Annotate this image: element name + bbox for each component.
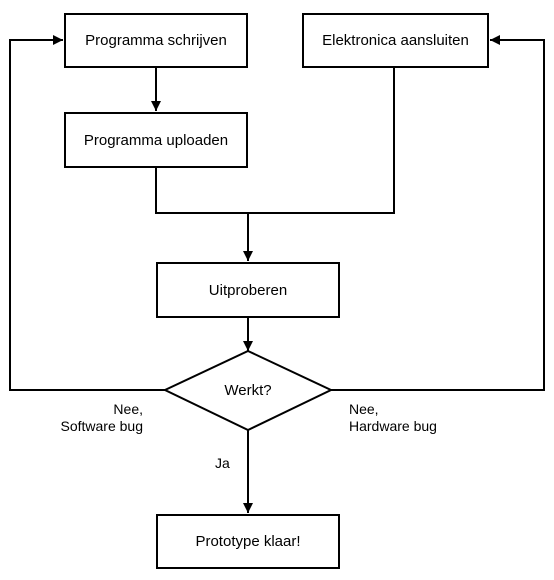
- node-write-program-label: Programma schrijven: [85, 32, 227, 49]
- node-connect-electronics: Elektronica aansluiten: [302, 13, 489, 68]
- yes-label-text: Ja: [215, 455, 230, 471]
- node-try-out: Uitproberen: [156, 262, 340, 318]
- edge-software-bug-loop: [9, 35, 165, 391]
- node-connect-electronics-label: Elektronica aansluiten: [322, 32, 469, 49]
- edge-upload-to-merge: [155, 168, 248, 214]
- decision-label-text: Werkt?: [224, 381, 272, 399]
- hardware-bug-label-line2: Hardware bug: [349, 418, 437, 434]
- node-done-label: Prototype klaar!: [195, 533, 301, 550]
- node-done: Prototype klaar!: [156, 514, 340, 569]
- edge-hardware-bug-loop: [331, 35, 545, 391]
- edge-connect-to-merge: [248, 68, 395, 214]
- hardware-bug-label: Nee, Hardware bug: [349, 401, 437, 435]
- node-upload-program-label: Programma uploaden: [83, 131, 229, 149]
- decision-label: Werkt?: [198, 378, 298, 402]
- software-bug-label: Nee, Software bug: [61, 401, 144, 435]
- node-upload-program: Programma uploaden: [64, 112, 248, 168]
- software-bug-label-line1: Nee,: [113, 401, 143, 417]
- decision-diamond: [162, 349, 334, 432]
- software-bug-label-line2: Software bug: [60, 418, 144, 434]
- node-try-out-label: Uitproberen: [208, 281, 288, 299]
- hardware-bug-label-line1: Nee,: [349, 401, 379, 417]
- yes-label: Ja: [215, 455, 230, 472]
- node-write-program: Programma schrijven: [64, 13, 248, 68]
